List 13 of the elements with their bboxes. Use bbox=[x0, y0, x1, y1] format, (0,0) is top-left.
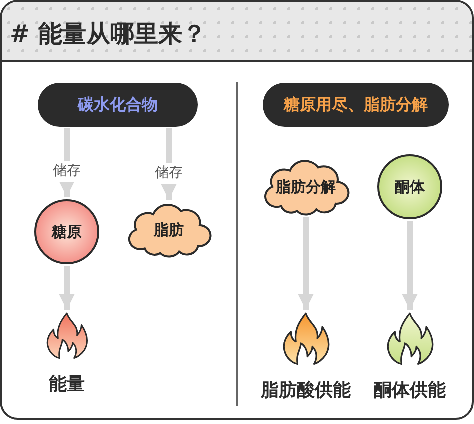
category-pill: 糖原用尽、脂肪分解 bbox=[263, 83, 449, 127]
title: # 能量从哪里来？ bbox=[10, 19, 206, 50]
arrow bbox=[59, 266, 75, 310]
node-label: 脂肪分解 bbox=[276, 176, 336, 198]
node-label: 糖原 bbox=[52, 222, 82, 243]
node-label: 脂肪 bbox=[154, 220, 184, 241]
arrow bbox=[402, 221, 418, 310]
node-label: 酮体 bbox=[395, 176, 425, 198]
energy-label: 酮体供能 bbox=[374, 379, 446, 403]
energy-label: 能量 bbox=[49, 373, 85, 397]
energy-label: 脂肪酸供能 bbox=[261, 379, 351, 403]
arrow bbox=[298, 217, 314, 310]
category-pill: 碳水化合物 bbox=[38, 83, 198, 127]
